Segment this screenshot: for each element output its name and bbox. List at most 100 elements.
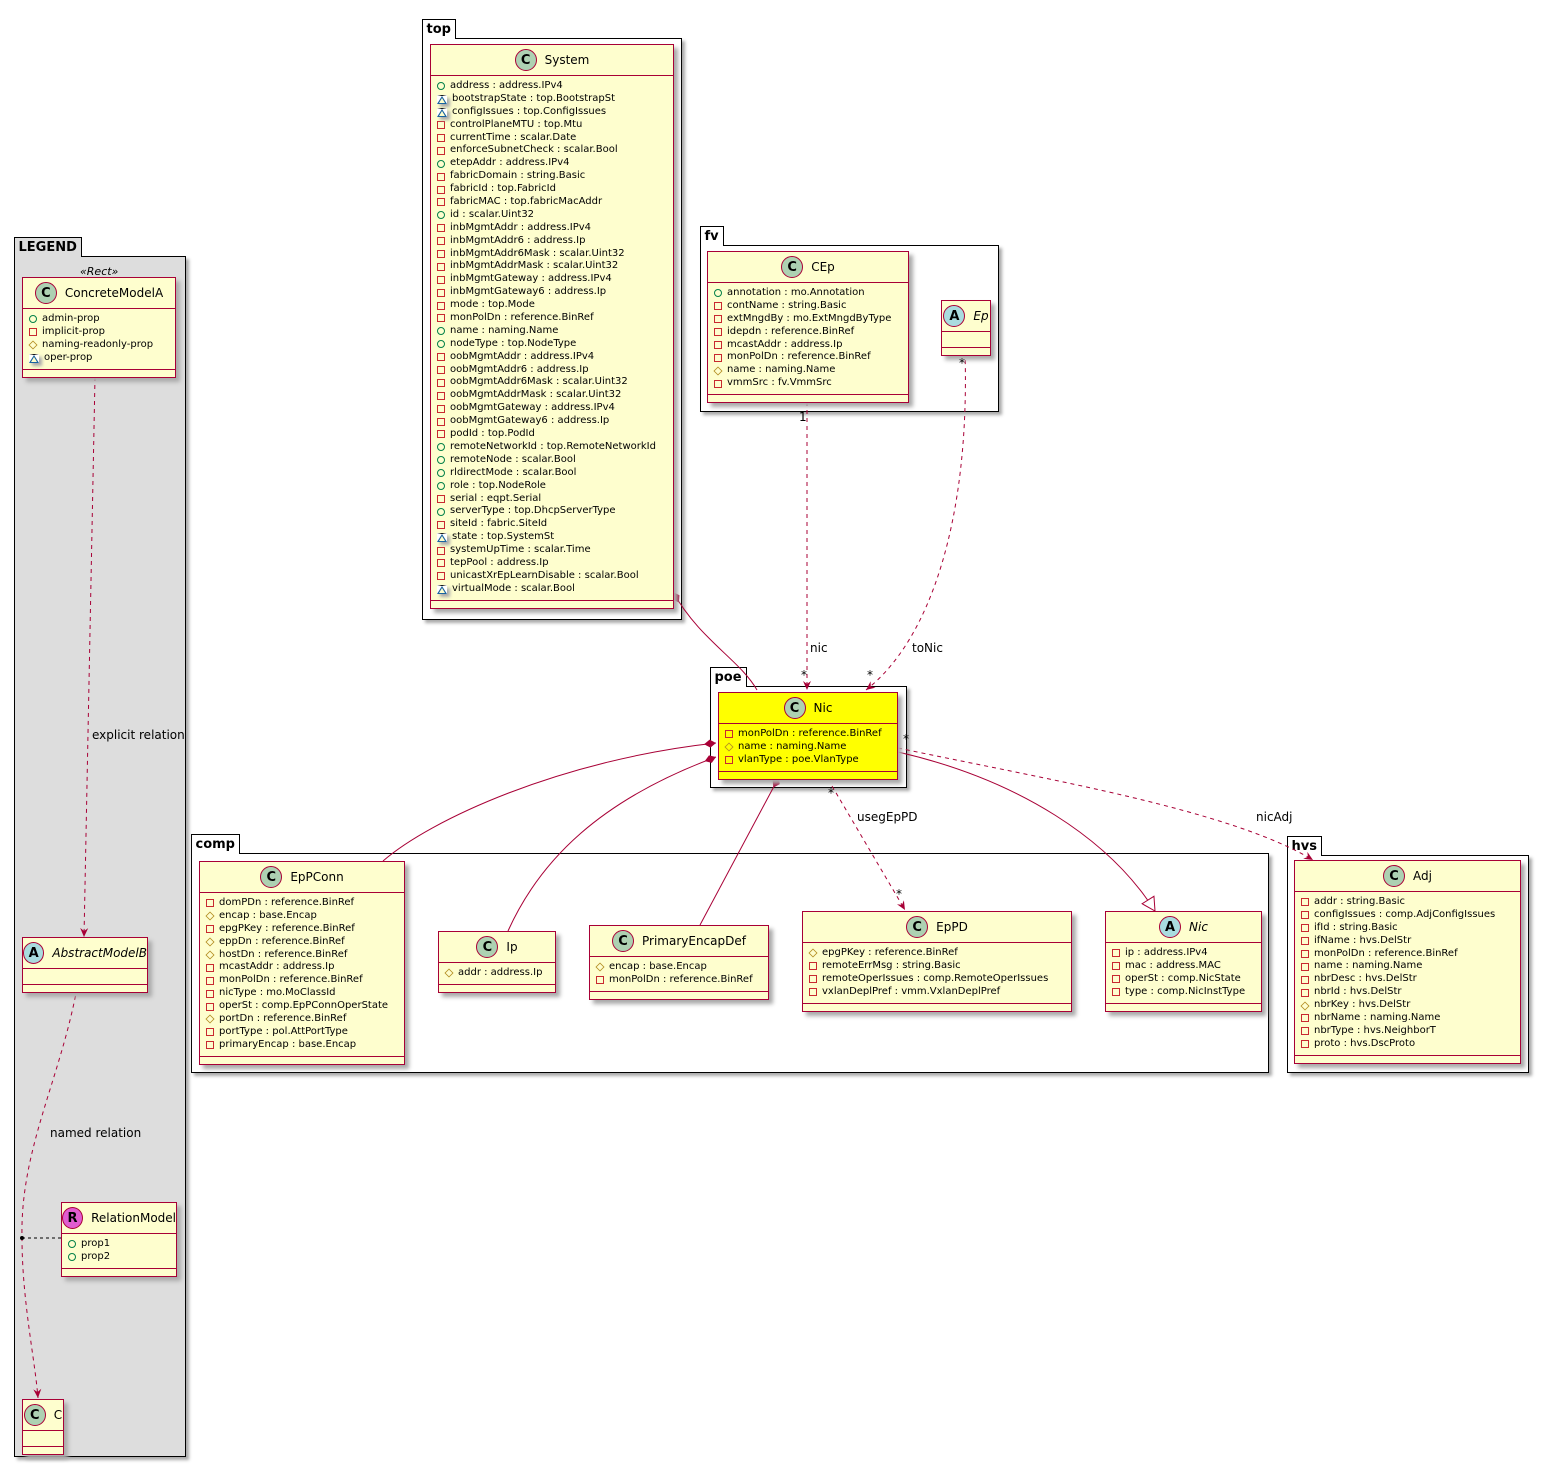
attribute-row: inbMgmtGateway6 : address.Ip [437,286,667,299]
private-visibility-icon [437,404,445,413]
class-icon: C [612,930,634,952]
class-name: Nic [813,701,833,715]
nic-adj-relation [897,747,1314,861]
operation-list [1106,1004,1261,1011]
private-visibility-icon [437,559,445,568]
public-visibility-icon [437,327,445,336]
attribute-text: epgPKey : reference.BinRef [219,922,355,934]
attribute-text: ifName : hvs.DelStr [1314,934,1412,946]
attribute-text: proto : hvs.DscProto [1314,1037,1416,1049]
attribute-text: unicastXrEpLearnDisable : scalar.Bool [450,569,639,581]
operation-list [1295,1056,1520,1063]
attribute-row: ip : address.IPv4 [1112,947,1255,960]
public-visibility-icon [437,507,445,516]
attribute-row: podId : top.PodId [437,428,667,441]
attribute-row: remoteErrMsg : string.Basic [809,960,1065,973]
attribute-row: addr : address.Ip [444,967,549,980]
package-tab-poe: poe [709,667,747,687]
attribute-text: monPolDn : reference.BinRef [1314,947,1458,959]
private-visibility-icon [714,341,722,349]
attribute-text: oper-prop [44,351,93,363]
package-visibility-icon [437,94,447,104]
attribute-text: encap : base.Encap [219,909,317,921]
class-name: Nic [1189,920,1208,934]
attribute-text: currentTime : scalar.Date [450,131,577,143]
attribute-row: configIssues : top.ConfigIssues [437,106,667,119]
attribute-list: addr : address.Ip [439,963,555,985]
attribute-text: oobMgmtAddrMask : scalar.Uint32 [450,389,622,401]
private-visibility-icon [1301,911,1309,920]
attribute-row: nbrDesc : hvs.DelStr [1301,973,1514,986]
private-visibility-icon [437,262,445,271]
public-visibility-icon [437,456,445,465]
attribute-text: configIssues : top.ConfigIssues [452,105,607,117]
private-visibility-icon [1301,937,1309,946]
operation-list [200,1057,404,1064]
private-visibility-icon [714,328,722,337]
attribute-row: annotation : mo.Annotation [714,287,902,300]
attribute-text: addr : address.Ip [458,967,543,978]
attribute-row: inbMgmtAddr : address.IPv4 [437,222,667,235]
attribute-text: inbMgmtAddr6 : address.Ip [450,234,586,246]
attribute-row: operSt : comp.NicState [1112,973,1255,986]
attribute-text: name : naming.Name [727,364,836,376]
attribute-row: hostDn : reference.BinRef [205,949,398,962]
attribute-row: monPolDn : reference.BinRef [725,728,891,741]
attribute-row: ifName : hvs.DelStr [1301,935,1514,948]
private-visibility-icon [714,353,722,362]
package-tab-top: top [421,19,456,39]
private-visibility-icon [29,328,37,337]
attribute-text: configIssues : comp.AdjConfigIssues [1314,908,1496,920]
attribute-text: domPDn : reference.BinRef [219,897,355,908]
class-name: Ip [506,940,518,954]
private-visibility-icon [437,237,445,246]
attribute-list [23,969,147,985]
package-tab-hvs: hvs [1286,836,1322,856]
attribute-text: serial : eqpt.Serial [450,492,542,504]
attribute-row: ifId : string.Basic [1301,922,1514,935]
private-visibility-icon [1301,962,1309,971]
nic-eppconn-composition [382,739,717,862]
attribute-text: vxlanDeplPref : vmm.VxlanDeplPref [822,985,1001,997]
class-icon: C [906,916,929,938]
attribute-text: tepPool : address.Ip [450,556,549,568]
private-visibility-icon [206,1041,214,1050]
attribute-row: etepAddr : address.IPv4 [437,157,667,170]
attribute-text: bootstrapState : top.BootstrapSt [452,92,615,104]
attribute-row: state : top.SystemSt [437,531,667,544]
nicadj-relation-label: nicAdj [1256,810,1293,824]
package-visibility-icon [29,353,39,363]
public-visibility-icon [437,82,445,91]
attribute-text: contName : string.Basic [727,299,847,311]
attribute-row: monPolDn : reference.BinRef [206,974,398,987]
protected-visibility-icon [205,1014,215,1024]
attribute-row: currentTime : scalar.Date [437,132,667,145]
attribute-text: enforceSubnetCheck : scalar.Bool [450,144,618,156]
attribute-text: fabricId : top.FabricId [450,183,556,195]
private-visibility-icon [1301,1027,1309,1036]
attribute-row: serverType : top.DhcpServerType [437,505,667,518]
nic-src-multiplicity: 1 [799,410,807,424]
private-visibility-icon [437,520,445,529]
stereotype-label: «Rect» [80,265,119,278]
attribute-text: epgPKey : reference.BinRef [822,947,958,958]
package-visibility-icon [437,107,447,117]
explicit-relation-label: explicit relation [92,728,185,742]
